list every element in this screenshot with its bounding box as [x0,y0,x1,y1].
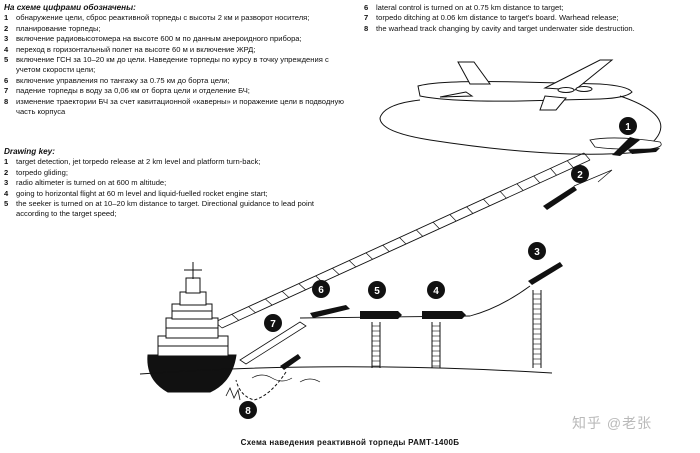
legend-item-number: 6 [4,75,9,85]
step-marker-label: 5 [374,286,380,297]
drawing-key: Drawing key: 1 target detection, jet torp… [4,147,349,220]
step-marker-label: 1 [625,122,631,133]
step-marker-label: 8 [245,406,251,417]
torpedo-horizontal-5 [360,311,402,319]
torpedo-horizontal-6 [310,305,350,318]
legend-item: 5 the seeker is turned on at 10–20 km dis… [4,199,349,220]
step-marker-label: 6 [318,285,324,296]
legend-item-text: target detection, jet torpedo release at… [16,157,261,167]
legend-item-number: 8 [4,96,9,106]
legend-item-text: включение радиовысотомера на высоте 600 … [16,34,302,44]
legend-item: 6 включение управления по тангажу за 0.75… [4,76,349,86]
step-marker-label: 4 [433,286,439,297]
legend-item: 2 torpedo gliding; [4,168,349,178]
torpedo-glide [543,169,613,210]
release-aircraft [589,137,662,156]
legend-russian-header: На схеме цифрами обозначены: [4,3,136,12]
legend-item-number: 5 [4,55,9,65]
legend-item: 2 планирование торпеды; [4,24,349,34]
diagram-caption: Схема наведения реактивной торпеды РАМТ-… [240,438,460,447]
sea-surface [139,366,553,375]
torpedo-terminal-dive [239,321,307,370]
legend-item: 7 torpedo ditching at 0.06 km distance to… [364,13,694,23]
legend-item-number: 2 [4,23,9,33]
step-marker: 3 [528,242,546,260]
legend-item: 3 включение радиовысотомера на высоте 600… [4,34,349,44]
step-marker: 7 [264,314,282,332]
legend-item-text: переход в горизонтальный полет на высоте… [16,44,256,54]
legend-item: 8 изменение траектории БЧ за счет кавитац… [4,97,349,118]
step-marker: 6 [312,280,330,298]
legend-item-text: torpedo gliding; [16,167,68,177]
drawing-key-continued: 6 lateral control is turned on at 0.75 km… [364,3,694,34]
step-marker-label: 7 [270,319,276,330]
legend-item-number: 4 [4,188,9,198]
legend-item-text: lateral control is turned on at 0.75 km … [376,3,564,12]
altitude-pillars [371,290,542,368]
legend-item-text: включение управления по тангажу за 0.75 … [16,75,230,85]
warhead-track [235,371,287,401]
glide-path-hatching [214,152,591,329]
torpedo-horizontal-4 [422,311,466,319]
legend-item: 1 target detection, jet torpedo release a… [4,157,349,167]
legend-item: 4 going to horizontal flight at 60 m leve… [4,189,349,199]
legend-item: 5 включение ГСН за 10–20 км до цели. Наве… [4,55,349,76]
legend-item-text: the warhead track changing by cavity and… [376,23,635,33]
watermark: 知乎 @老张 [572,415,653,431]
step-marker-label: 2 [577,170,583,181]
legend-item-number: 1 [4,157,9,167]
horizontal-flight-path [299,285,531,319]
legend-item-number: 5 [4,199,9,209]
legend-item-text: radio altimeter is turned on at 600 m al… [16,178,167,188]
legend-item-number: 1 [4,13,9,23]
legend-item-number: 7 [364,13,369,23]
step-marker: 8 [239,401,257,419]
legend-item-text: torpedo ditching at 0.06 km distance to … [376,13,619,23]
legend-item-number: 8 [364,23,369,33]
legend-item: 6 lateral control is turned on at 0.75 km… [364,3,694,13]
step-marker: 5 [368,281,386,299]
legend-item-text: изменение траектории БЧ за счет кавитаци… [16,96,344,117]
torpedo-descent [528,262,563,285]
legend-item-number: 3 [4,178,9,188]
legend-item: 1 обнаружение цели, сброс реактивной торп… [4,13,349,23]
legend-item-text: going to horizontal flight at 60 m level… [16,188,268,198]
legend-item: 8 the warhead track changing by cavity an… [364,24,694,34]
legend-item-number: 4 [4,44,9,54]
carrier-aircraft [417,59,633,111]
legend-item: 3 radio altimeter is turned on at 600 m a… [4,178,349,188]
drawing-key-header: Drawing key: [4,147,55,156]
legend-item-number: 2 [4,167,9,177]
legend-russian: На схеме цифрами обозначены: 1 обнаружени… [4,3,349,117]
explosion-splash [225,387,241,401]
legend-item-text: планирование торпеды; [16,23,101,33]
legend-item-number: 7 [4,86,9,96]
step-marker: 1 [619,117,637,135]
legend-item: 7 падение торпеды в воду за 0,06 км от бо… [4,86,349,96]
carrier-turn-trajectory [379,95,662,155]
legend-item: 4 переход в горизонтальный полет на высот… [4,45,349,55]
pillar-hatching [372,293,541,367]
legend-item-number: 3 [4,34,9,44]
step-marker: 2 [571,165,589,183]
legend-item-text: падение торпеды в воду за 0,06 км от бор… [16,86,250,96]
legend-item-text: обнаружение цели, сброс реактивной торпе… [16,13,310,23]
legend-item-text: включение ГСН за 10–20 км до цели. Навед… [16,55,329,75]
step-marker: 4 [427,281,445,299]
water-ripples [251,374,321,383]
step-marker-label: 3 [534,247,540,258]
legend-item-text: the seeker is turned on at 10–20 km dist… [16,199,315,219]
legend-item-number: 6 [364,3,369,12]
target-warship [147,262,237,393]
